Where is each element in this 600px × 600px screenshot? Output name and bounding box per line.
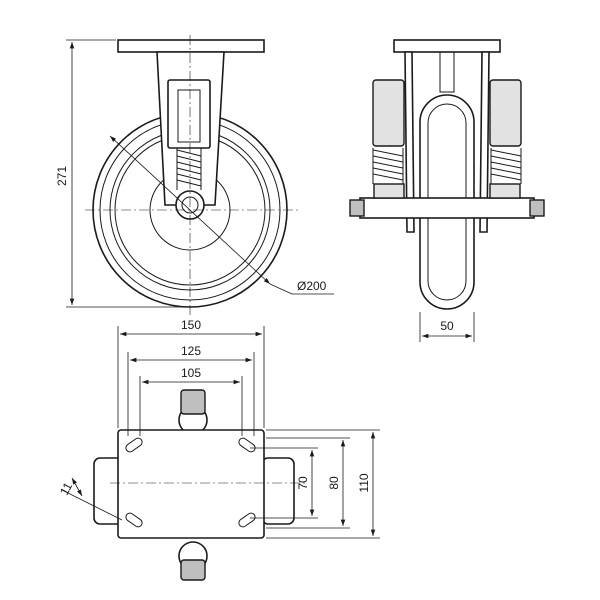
dim-hole-spacing-outer: 125 [181, 344, 201, 358]
front-axle-nut-right [529, 199, 545, 217]
front-spring-right [490, 148, 522, 184]
front-view: 50 [349, 39, 545, 342]
front-spring-left [372, 148, 404, 184]
front-axle-nut-left [349, 199, 365, 217]
front-fork-right [479, 51, 490, 233]
dim-hole-spacing-inner: 105 [181, 366, 201, 380]
side-view: 271 Ø200 [55, 35, 334, 315]
front-housing-right [489, 79, 522, 147]
front-mounting-plate [393, 39, 501, 53]
dim-hole-span-mid: 80 [327, 476, 341, 490]
front-fork-left [404, 51, 415, 233]
dim-hole-spacing-short: 70 [296, 476, 310, 490]
front-housing-left [372, 79, 405, 147]
dim-wheel-diameter: Ø200 [297, 279, 327, 293]
dim-plate-width: 110 [357, 473, 371, 492]
dim-wheel-width: 50 [440, 319, 454, 333]
front-spring-seat-left [373, 183, 405, 199]
dim-plate-length: 150 [181, 318, 201, 332]
mounting-plate [117, 39, 265, 53]
top-nut-lower [180, 559, 206, 581]
front-spring-seat-right [489, 183, 521, 199]
front-axle-bar [359, 197, 535, 219]
mounting-slots [125, 437, 256, 528]
front-wheel-top [439, 51, 455, 93]
top-wheel-right [261, 457, 295, 525]
top-nut-upper [180, 389, 206, 415]
top-mounting-plate [117, 429, 265, 539]
top-view: 150 125 105 11 70 80 110 [57, 318, 380, 581]
dim-height: 271 [55, 166, 69, 186]
